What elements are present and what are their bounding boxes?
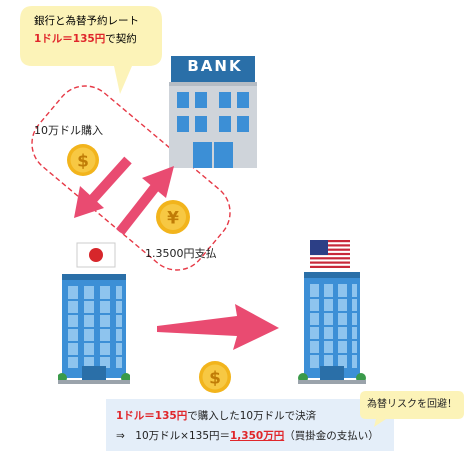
callout-contract: で契約 xyxy=(105,33,137,45)
exchange-arrows xyxy=(74,156,174,236)
us-flag-icon xyxy=(310,240,350,268)
arrow-to-company-icon xyxy=(74,156,132,218)
settlement-rate: 1ドル＝135円 xyxy=(116,410,188,422)
japan-company-building-icon xyxy=(58,274,130,384)
bank-building-icon xyxy=(169,56,257,168)
bank-sign-board xyxy=(171,56,255,82)
risk-avoided-text: 為替リスクを回避！ xyxy=(367,399,457,410)
callout-line-1: 銀行と為替予約レート xyxy=(34,15,139,27)
transaction-dashed-frame xyxy=(31,85,231,271)
bank-sign-text: BANK xyxy=(187,57,243,75)
buy-dollars-label: 10万ドル購入 xyxy=(34,124,103,137)
risk-avoided-bubble xyxy=(360,391,464,427)
settlement-calc: ⇒ 10万ドル×135円＝ xyxy=(116,430,230,442)
rate-callout-bubble xyxy=(20,6,162,94)
payment-arrow-icon xyxy=(157,304,279,350)
settlement-explanation-box: 1ドル＝135円で購入した10万ドルで決済 ⇒ 10万ドル×135円＝1,350… xyxy=(106,399,394,451)
settlement-note: （買掛金の支払い） xyxy=(284,430,379,442)
callout-rate: 1ドル＝135円 xyxy=(34,33,106,45)
svg-text:¥: ¥ xyxy=(167,209,179,229)
svg-text:$: $ xyxy=(209,369,221,389)
pay-yen-label: 1.3500円支払 xyxy=(145,247,217,260)
settlement-total: 1,350万円 xyxy=(230,430,285,442)
arrow-to-bank-icon xyxy=(116,166,174,236)
settlement-line-2: ⇒ 10万ドル×135円＝1,350万円（買掛金の支払い） xyxy=(116,428,379,443)
settlement-desc: で購入した10万ドルで決済 xyxy=(187,410,317,422)
us-company-building-icon xyxy=(298,272,366,384)
japan-flag-icon xyxy=(76,242,116,268)
rate-callout-text: 銀行と為替予約レート 1ドル＝135円で契約 xyxy=(34,12,146,48)
yen-coin-icon: ¥ xyxy=(156,200,190,234)
settlement-line-1: 1ドル＝135円で購入した10万ドルで決済 xyxy=(116,408,316,423)
svg-text:$: $ xyxy=(77,152,89,172)
dollar-coin-icon: $ xyxy=(199,361,231,393)
dollar-coin-icon: $ xyxy=(67,144,99,176)
